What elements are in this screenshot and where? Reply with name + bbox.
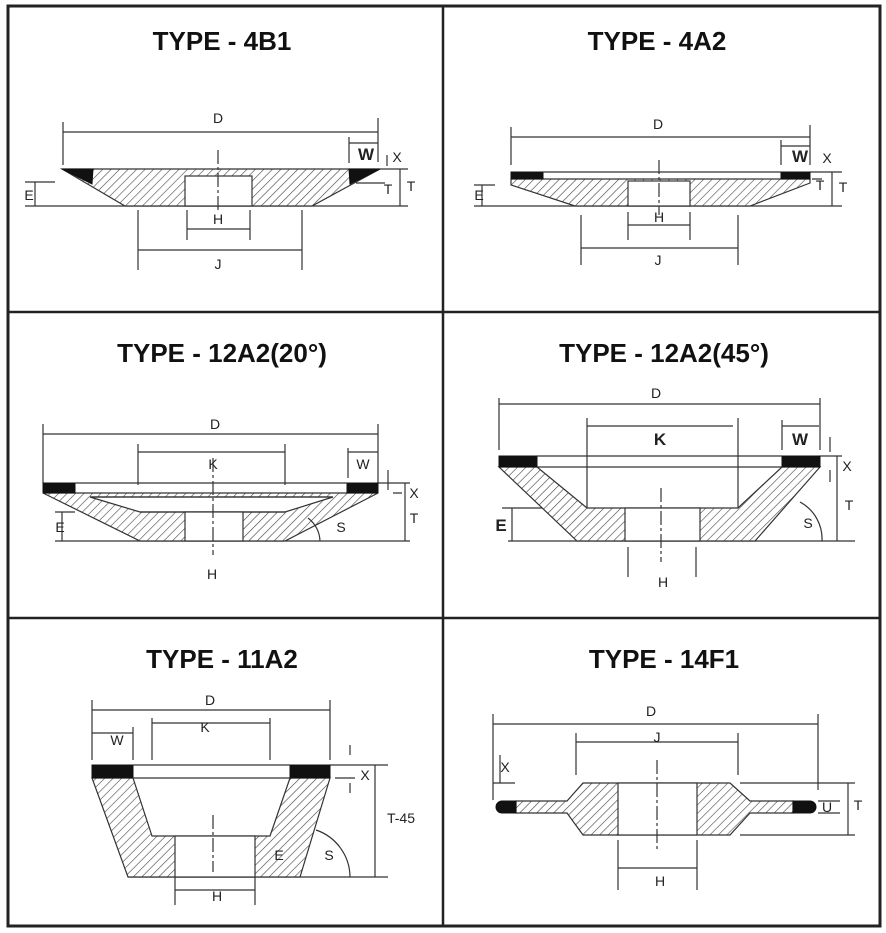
label-x: X bbox=[360, 767, 370, 783]
label-h: H bbox=[655, 873, 665, 889]
label-t: T bbox=[845, 497, 854, 513]
label-k: K bbox=[208, 456, 218, 472]
label-d: D bbox=[653, 116, 663, 132]
label-w: W bbox=[110, 732, 124, 748]
label-s: S bbox=[803, 515, 812, 531]
panel-title: TYPE - 12A2(20°) bbox=[117, 338, 327, 368]
label-t: T bbox=[410, 510, 419, 526]
label-j: J bbox=[215, 256, 222, 272]
panel-title: TYPE - 14F1 bbox=[589, 644, 739, 674]
label-h: H bbox=[658, 574, 668, 590]
label-d: D bbox=[213, 110, 223, 126]
panel-title: TYPE - 4B1 bbox=[153, 26, 292, 56]
panel-title: TYPE - 12A2(45°) bbox=[559, 338, 769, 368]
label-w: W bbox=[358, 145, 375, 164]
label-t-small: T bbox=[384, 181, 393, 197]
label-t-small: T bbox=[816, 177, 825, 193]
label-e: E bbox=[495, 516, 506, 535]
label-d: D bbox=[646, 703, 656, 719]
panel-14f1: TYPE - 14F1 D J X U T H bbox=[492, 644, 863, 890]
label-k: K bbox=[654, 430, 667, 449]
label-d: D bbox=[651, 385, 661, 401]
label-w: W bbox=[792, 430, 809, 449]
label-u: U bbox=[822, 799, 832, 815]
label-x: X bbox=[842, 458, 852, 474]
label-t: T bbox=[854, 797, 863, 813]
label-x: X bbox=[409, 485, 419, 501]
panel-12a2-45: TYPE - 12A2(45°) D K W X T E S H bbox=[495, 338, 855, 590]
grid-frame bbox=[6, 4, 882, 928]
label-e: E bbox=[55, 519, 64, 535]
label-h: H bbox=[212, 888, 222, 904]
label-x: X bbox=[500, 759, 510, 775]
panel-4a2: TYPE - 4A2 D W X T T E H J bbox=[474, 26, 848, 268]
label-t: T bbox=[839, 179, 848, 195]
label-e: E bbox=[274, 847, 283, 863]
panel-4b1: TYPE - 4B1 D W X T T E H J bbox=[24, 26, 415, 272]
label-x: X bbox=[822, 150, 832, 166]
label-j: J bbox=[654, 729, 661, 745]
label-s: S bbox=[324, 847, 333, 863]
label-e: E bbox=[24, 187, 33, 203]
label-e: E bbox=[474, 187, 483, 203]
label-h: H bbox=[207, 566, 217, 582]
label-w: W bbox=[356, 456, 370, 472]
label-w: W bbox=[792, 147, 809, 166]
panel-title: TYPE - 4A2 bbox=[588, 26, 727, 56]
panel-11a2: TYPE - 11A2 D K W X T-45 E S H bbox=[91, 644, 415, 905]
label-j: J bbox=[655, 252, 662, 268]
label-s: S bbox=[336, 519, 345, 535]
label-h: H bbox=[654, 209, 664, 225]
label-k: K bbox=[200, 719, 210, 735]
label-d: D bbox=[210, 416, 220, 432]
label-x: X bbox=[392, 149, 402, 165]
label-d: D bbox=[205, 692, 215, 708]
panel-title: TYPE - 11A2 bbox=[146, 644, 298, 674]
label-h: H bbox=[213, 211, 223, 227]
label-t: T bbox=[407, 178, 416, 194]
panel-12a2-20: TYPE - 12A2(20°) D K W X T E S H bbox=[42, 338, 419, 582]
label-t: T-45 bbox=[387, 810, 415, 826]
